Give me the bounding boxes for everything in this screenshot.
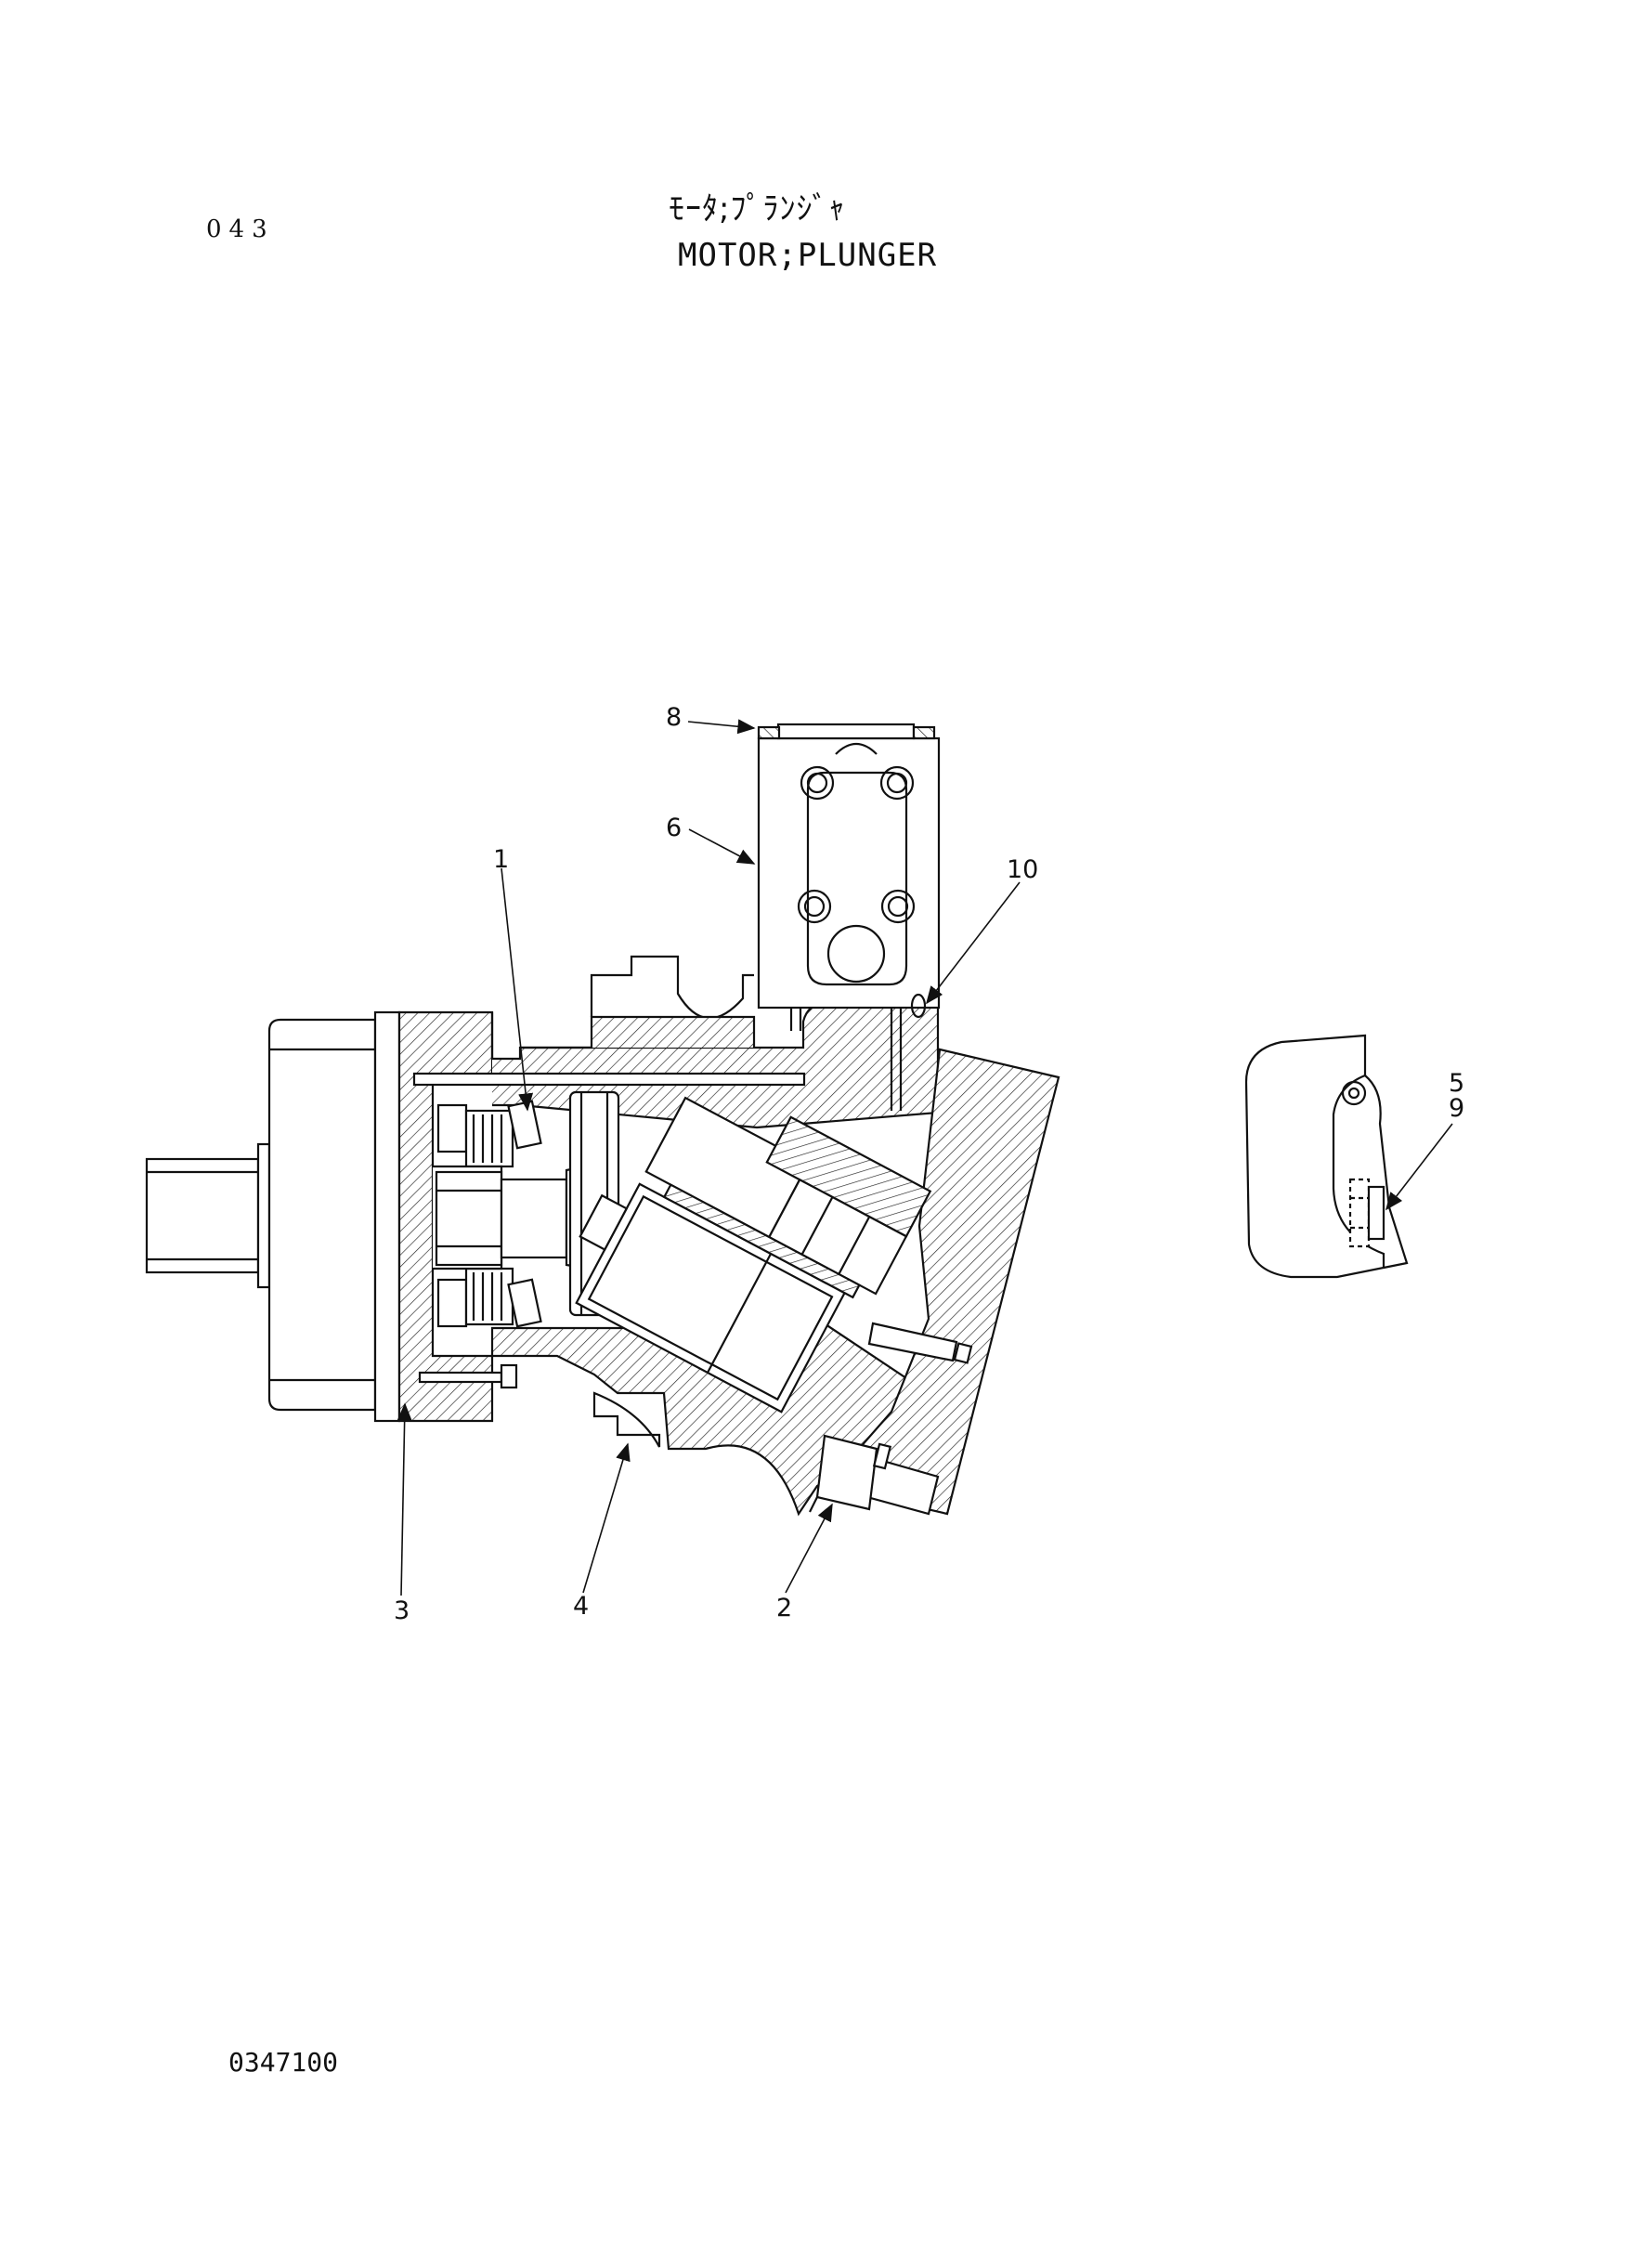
drawing-number: 0347100 <box>228 2047 339 2078</box>
callout-10: 10 <box>1007 855 1038 884</box>
leader-lines <box>397 719 1453 1596</box>
callout-1: 1 <box>493 845 509 874</box>
callout-3: 3 <box>394 1596 410 1625</box>
callout-5: 5 <box>1449 1069 1464 1098</box>
callout-6: 6 <box>666 814 682 842</box>
callout-2: 2 <box>776 1594 792 1622</box>
title-english: MOTOR;PLUNGER <box>678 237 938 274</box>
detail-view <box>1244 1034 1409 1279</box>
port-block <box>757 723 941 1111</box>
callout-4: 4 <box>573 1592 589 1621</box>
tilt-pin <box>867 1322 973 1364</box>
callout-9: 9 <box>1449 1094 1464 1123</box>
callout-8: 8 <box>666 703 682 732</box>
front-flange <box>267 1018 377 1412</box>
title-japanese: ﾓｰﾀ;ﾌﾟﾗﾝｼﾞｬ <box>669 190 846 228</box>
plug <box>809 1434 892 1513</box>
output-shaft <box>145 1142 271 1289</box>
cylinder-block <box>575 1096 932 1414</box>
page-number: 043 <box>206 215 275 243</box>
housing-bolts <box>412 1072 806 1389</box>
